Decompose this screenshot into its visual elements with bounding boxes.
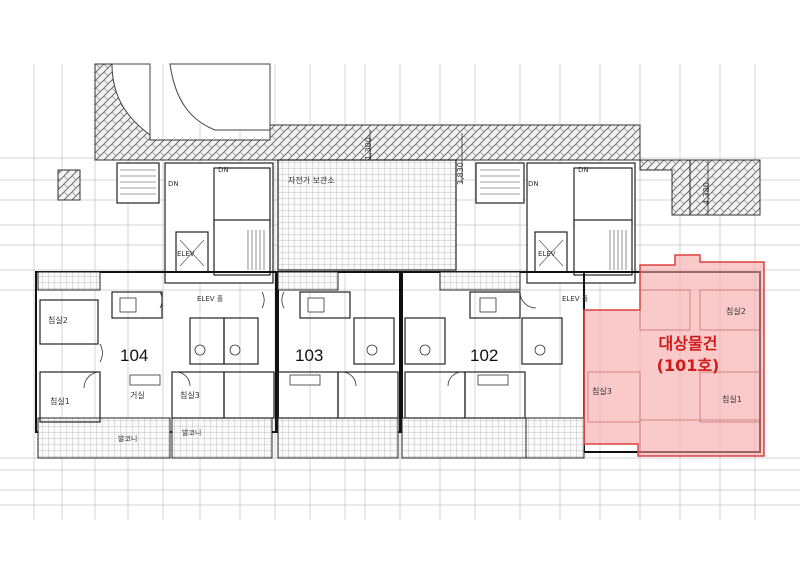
living-label-104: 거실 <box>130 391 145 400</box>
elev-hall-label-right: ELEV 홀 <box>562 295 589 303</box>
interior-walls <box>39 291 563 423</box>
dn-label-4: DN <box>578 166 589 174</box>
elev-hall-label-left: ELEV 홀 <box>197 295 224 303</box>
elev-label-left: ELEV <box>177 250 195 258</box>
door-swings <box>83 291 537 389</box>
unit-number-104: 104 <box>120 346 149 365</box>
target-title: 대상물건 <box>658 334 718 353</box>
unit-number-102: 102 <box>470 346 499 365</box>
balcony-label-2: 발코니 <box>182 429 202 437</box>
elev-label-right: ELEV <box>538 250 556 258</box>
stair-core-left <box>116 162 274 284</box>
room3-label-101: 침실3 <box>592 387 612 396</box>
dimension-3: 4,380 <box>702 182 711 205</box>
dimension-1: 1,300 <box>364 137 373 160</box>
dimension-2: 3,830 <box>456 162 465 185</box>
balconies <box>37 271 585 459</box>
room2-label-104: 침실2 <box>48 316 68 325</box>
bicycle-storage <box>277 159 457 271</box>
room2-label-101: 침실2 <box>726 307 746 316</box>
target-subtitle: (101호) <box>656 356 720 375</box>
dimension-lines <box>369 130 709 215</box>
dn-label-1: DN <box>168 180 179 188</box>
dn-label-2: DN <box>218 166 229 174</box>
unit-number-103: 103 <box>295 346 324 365</box>
stair-core-right <box>475 162 636 284</box>
target-unit-highlight <box>583 254 765 457</box>
room3-label-104: 침실3 <box>180 391 200 400</box>
room1-label-104: 침실1 <box>50 397 70 406</box>
paved-walkway <box>57 63 761 216</box>
dn-label-3: DN <box>528 180 539 188</box>
bicycle-storage-label: 자전거 보관소 <box>288 176 335 185</box>
room1-label-101: 침실1 <box>722 395 742 404</box>
balcony-label-1: 발코니 <box>118 435 138 443</box>
fixtures <box>119 297 546 386</box>
